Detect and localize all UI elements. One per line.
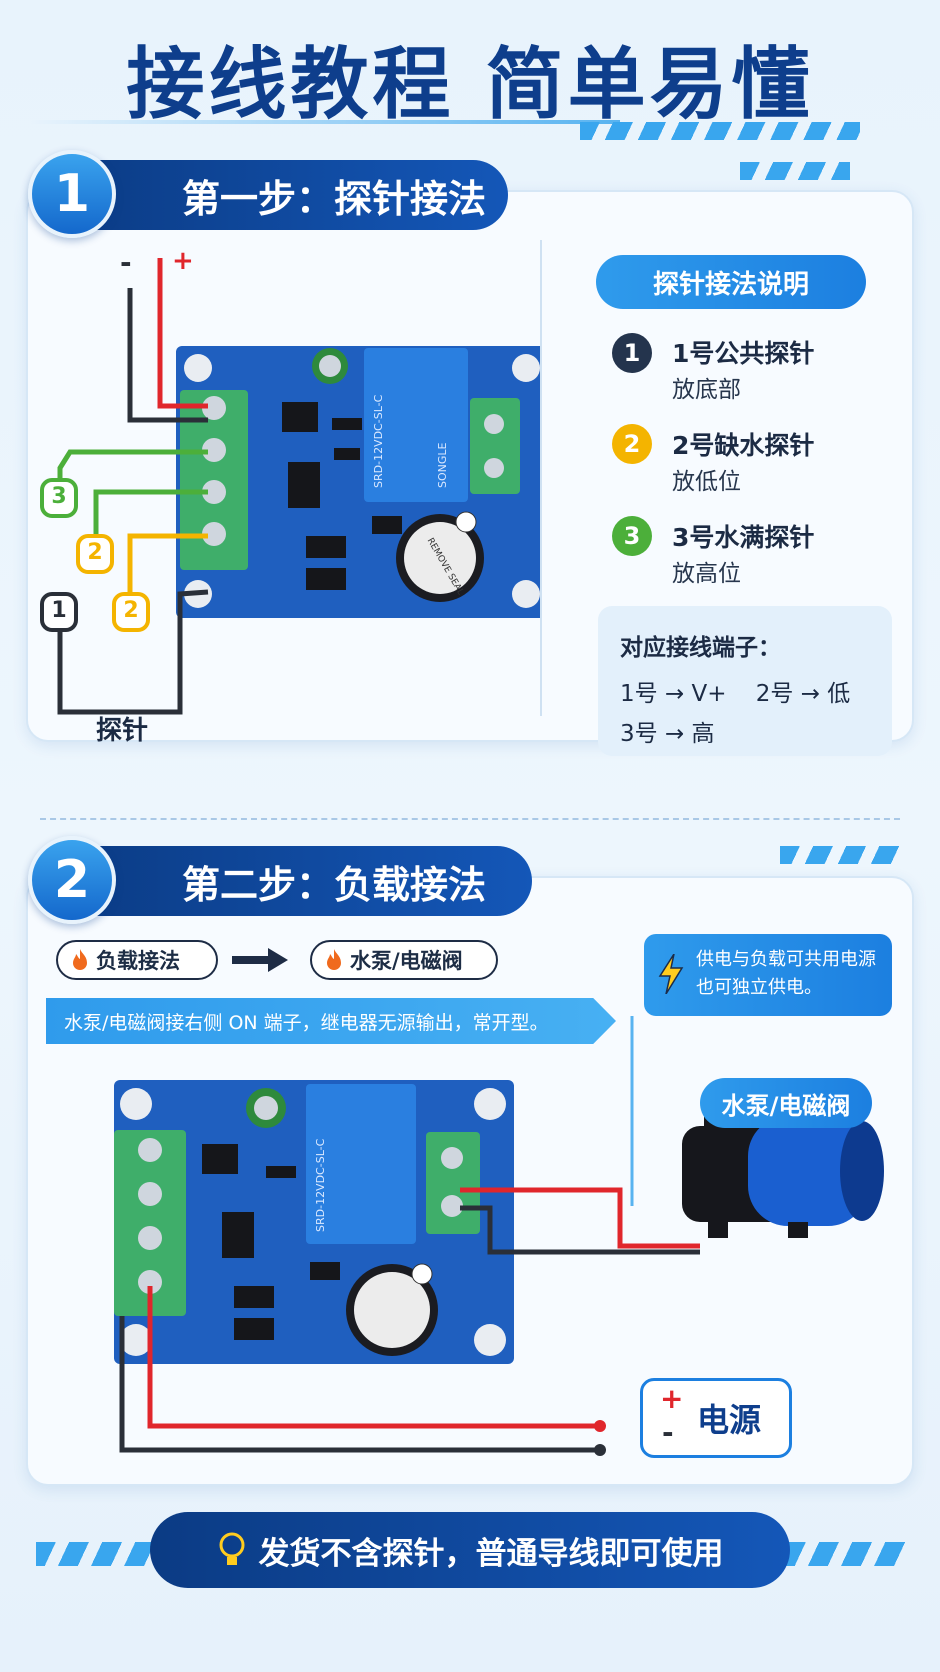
step1-header-bar: 第一步：探针接法	[62, 160, 508, 230]
section-divider	[40, 818, 900, 820]
wire-minus-label: -	[120, 246, 132, 279]
flame-icon	[73, 949, 87, 970]
load-wiring-tag-label: 负载接法	[96, 949, 180, 973]
power-supply-box: 电源	[640, 1378, 792, 1458]
step2-header-bar: 第二步：负载接法	[62, 846, 532, 916]
wire-plus-label: +	[172, 246, 194, 276]
relay-model-text: SRD-12VDC-SL-C	[372, 394, 385, 488]
lightning-icon	[658, 954, 684, 994]
step1-stripe-decoration	[740, 162, 850, 180]
power-note-box: 供电与负载可共用电源 也可独立供电。	[644, 934, 892, 1016]
probe-label: 探针	[96, 716, 149, 746]
probe-marker-3-num: 3	[51, 484, 67, 509]
probe-legend-title: 探针接法说明	[596, 255, 866, 309]
footer-stripe-left	[36, 1542, 156, 1566]
step2-board-diagram: SRD-12VDC-SL-C	[114, 1016, 884, 1456]
step1-divider	[540, 240, 542, 716]
power-minus-sign: -	[662, 1416, 674, 1449]
probe-marker-3	[40, 478, 78, 518]
legend-title-2: 2号缺水探针	[672, 431, 815, 460]
legend-badge-2: 2	[612, 424, 652, 464]
probe-marker-1-num: 1	[51, 598, 67, 623]
probe-marker-2b	[112, 592, 150, 632]
lightbulb-icon	[219, 1532, 244, 1565]
pump-valve-tag-label: 水泵/电磁阀	[350, 949, 463, 973]
terminal-mapping-line2: 3号 → 高	[620, 721, 715, 747]
wire-probe-3	[57, 449, 208, 482]
input-terminal	[114, 1130, 186, 1316]
legend-title-1: 1号公共探针	[672, 339, 815, 368]
power-note-line1: 供电与负载可共用电源	[696, 949, 876, 970]
probe-marker-2b-num: 2	[123, 598, 139, 623]
relay-component	[364, 348, 468, 502]
wire-minus	[127, 288, 208, 423]
power-note-line2: 也可独立供电。	[696, 977, 822, 998]
flame-icon	[327, 949, 341, 970]
probe-marker-1	[40, 592, 78, 632]
wire-plus	[157, 258, 208, 409]
probe-marker-2a-num: 2	[87, 540, 103, 565]
footer-text: 发货不含探针，普通导线即可使用	[258, 1535, 724, 1572]
relay-brand-text: SONGLE	[436, 442, 449, 488]
arrow-right-icon	[232, 948, 288, 972]
page-title: 接线教程 简单易懂	[126, 40, 814, 130]
pump-valve-label: 水泵/电磁阀	[700, 1078, 872, 1128]
legend-badge-1: 1	[612, 333, 652, 373]
wire-probe-2	[127, 533, 208, 594]
header-stripe-decoration	[580, 122, 860, 140]
footer-banner: 发货不含探针，普通导线即可使用	[150, 1512, 790, 1588]
probe-marker-2a	[76, 534, 114, 574]
power-supply-label: 电源	[696, 1401, 761, 1439]
wire-probe-2-low	[93, 489, 208, 538]
legend-sub-1: 放底部	[672, 377, 741, 403]
pump-valve-tag: 水泵/电磁阀	[310, 940, 498, 980]
legend-sub-2: 放低位	[672, 469, 741, 495]
load-description-banner: 水泵/电磁阀接右侧 ON 端子，继电器无源输出，常开型。	[46, 998, 616, 1044]
step1-number-badge: 1	[28, 150, 116, 238]
output-terminal	[470, 398, 520, 494]
load-wiring-tag: 负载接法	[56, 940, 218, 980]
step2-stripe-decoration	[780, 846, 900, 864]
legend-title-3: 3号水满探针	[672, 523, 815, 552]
step1-board-diagram: SRD-12VDC-SL-C SONGLE REMOVE SEAL	[40, 258, 540, 715]
wire-power-minus	[119, 1316, 600, 1453]
wire-probe-1	[57, 589, 209, 715]
water-pump-icon	[682, 1096, 884, 1238]
step2-number-badge: 2	[28, 836, 116, 924]
legend-sub-3: 放高位	[672, 561, 741, 587]
wire-pump-red	[460, 1187, 700, 1249]
relay-component	[306, 1084, 416, 1244]
power-plus-sign: +	[660, 1382, 684, 1415]
wire-power-plus	[147, 1286, 600, 1429]
relay-model-text: SRD-12VDC-SL-C	[314, 1138, 327, 1232]
wire-pump-black	[460, 1205, 700, 1255]
footer-stripe-right	[786, 1542, 906, 1566]
legend-badge-3: 3	[612, 516, 652, 556]
terminal-mapping-title: 对应接线端子：	[620, 635, 781, 661]
title-underline	[30, 120, 620, 124]
terminal-mapping-line1: 1号 → V+ 2号 → 低	[620, 681, 851, 707]
terminal-mapping-box	[598, 606, 892, 756]
